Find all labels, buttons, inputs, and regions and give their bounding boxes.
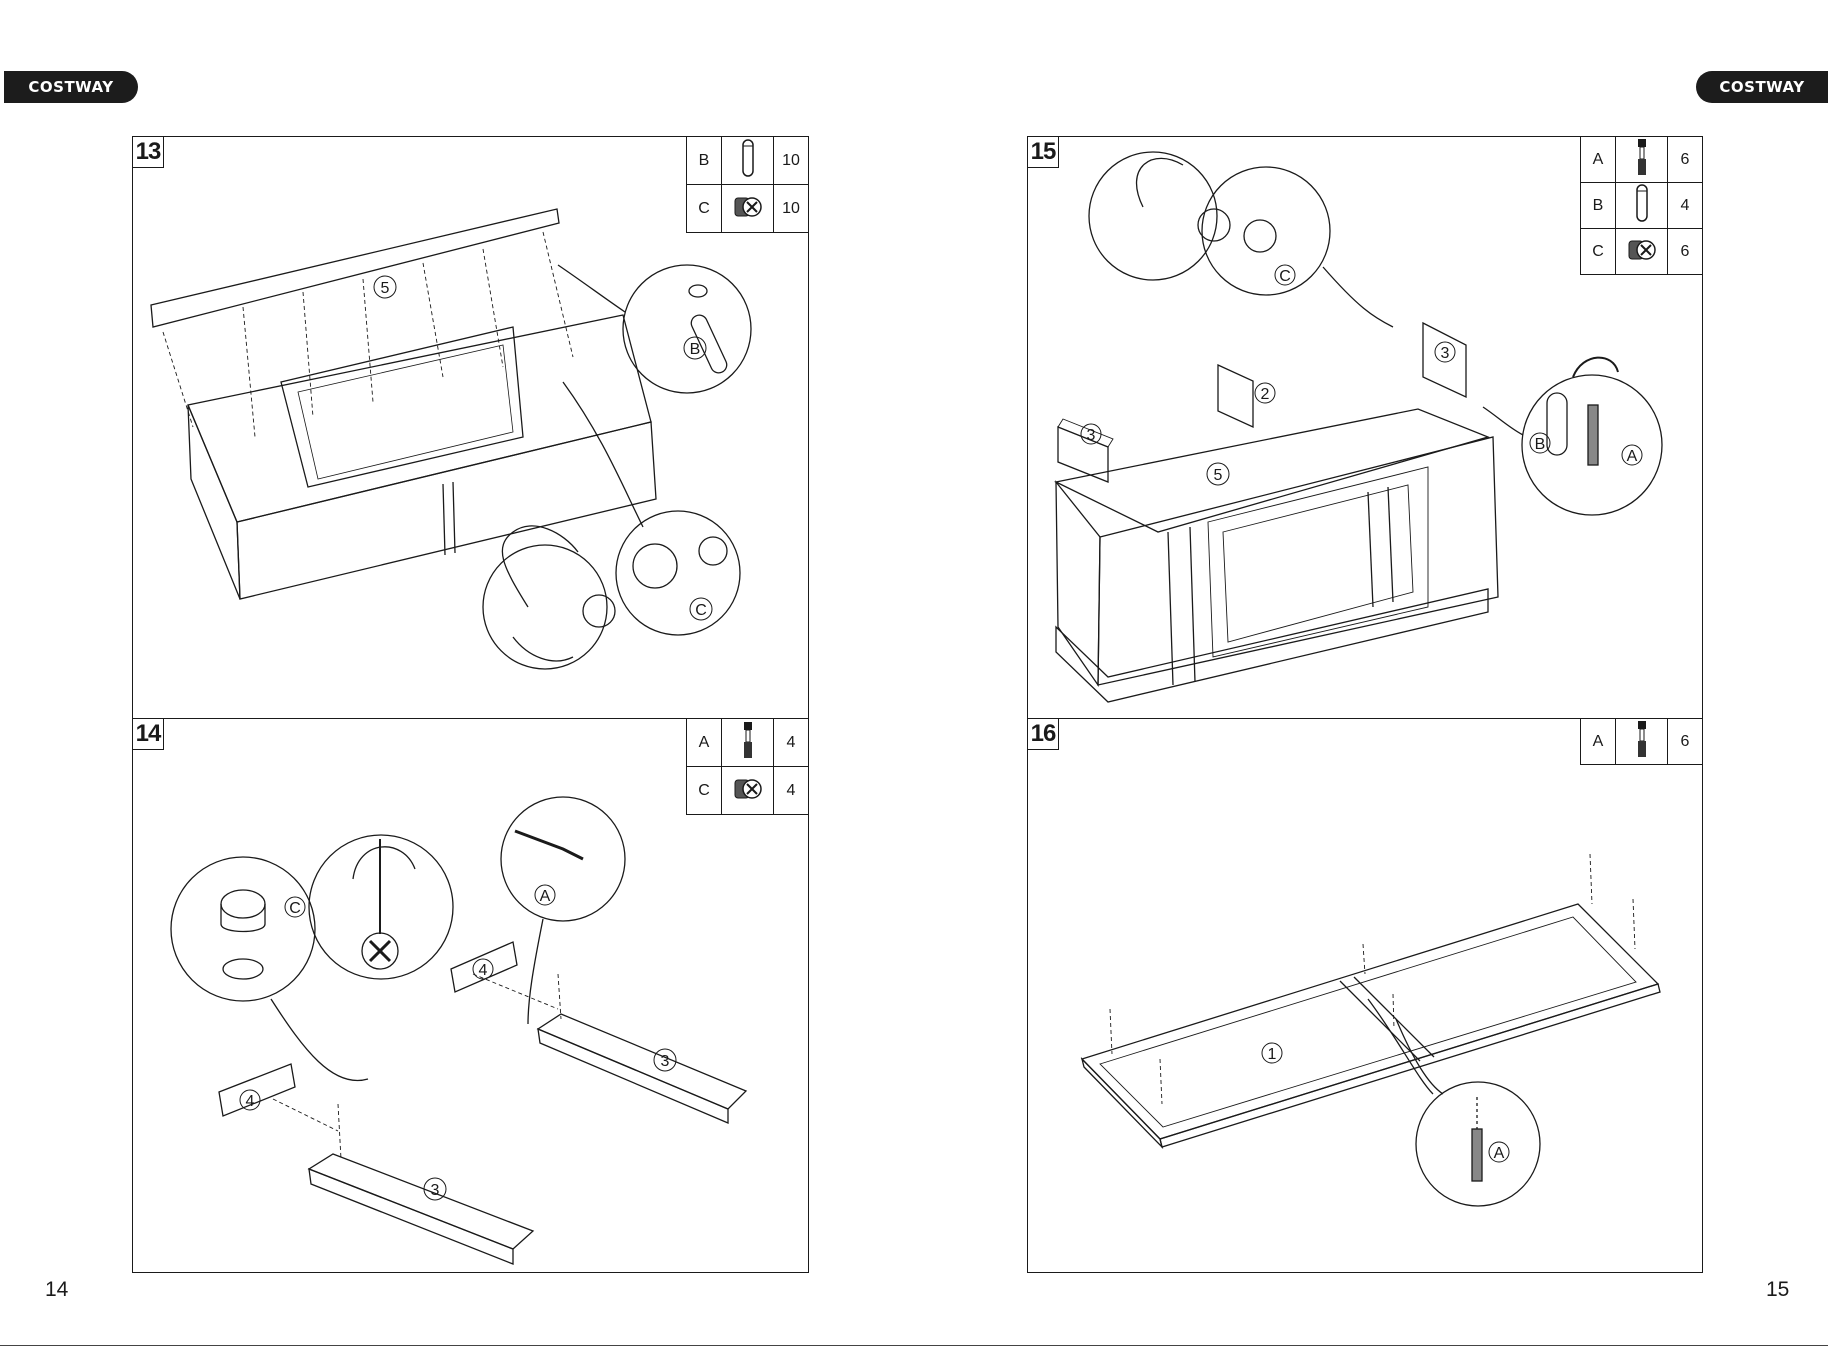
panel-label: 3 xyxy=(1441,345,1450,362)
callout-label: B xyxy=(1535,436,1546,453)
panel-label: 3 xyxy=(1087,427,1096,444)
callout-label: A xyxy=(1494,1145,1505,1162)
page-number-left: 14 xyxy=(45,1278,68,1302)
step-13-panel: 13 B 10 C 10 xyxy=(132,136,809,719)
callout-label: A xyxy=(1627,448,1638,465)
page-number-right: 15 xyxy=(1766,1278,1789,1302)
panel-label: 5 xyxy=(1214,467,1223,484)
step-15-illustration: C B A 3 2 3 5 xyxy=(1028,137,1704,720)
brand-logo-left: COSTWAY xyxy=(4,71,138,103)
brand-logo-right: COSTWAY xyxy=(1696,71,1828,103)
panel-label: 4 xyxy=(246,1093,255,1110)
step-14-illustration: C A 4 3 4 3 xyxy=(133,719,810,1274)
panel-label: 2 xyxy=(1261,386,1270,403)
step-13-illustration: 5 B C xyxy=(133,137,810,720)
callout-label: C xyxy=(1279,268,1291,285)
callout-label: C xyxy=(289,900,301,917)
callout-label: B xyxy=(690,341,701,358)
step-14-panel: 14 A 4 C 4 xyxy=(132,718,809,1273)
panel-label: 5 xyxy=(381,280,390,297)
step-16-illustration: 1 A xyxy=(1028,719,1704,1274)
panel-label: 3 xyxy=(431,1182,440,1199)
step-16-panel: 16 A 6 xyxy=(1027,718,1703,1273)
callout-label: C xyxy=(695,602,707,619)
panel-label: 1 xyxy=(1268,1046,1277,1063)
panel-label: 4 xyxy=(479,962,488,979)
footer-divider xyxy=(0,1345,1828,1346)
panel-label: 3 xyxy=(661,1053,670,1070)
callout-label: A xyxy=(540,888,551,905)
step-15-panel: 15 A 6 B 4 C 6 xyxy=(1027,136,1703,719)
